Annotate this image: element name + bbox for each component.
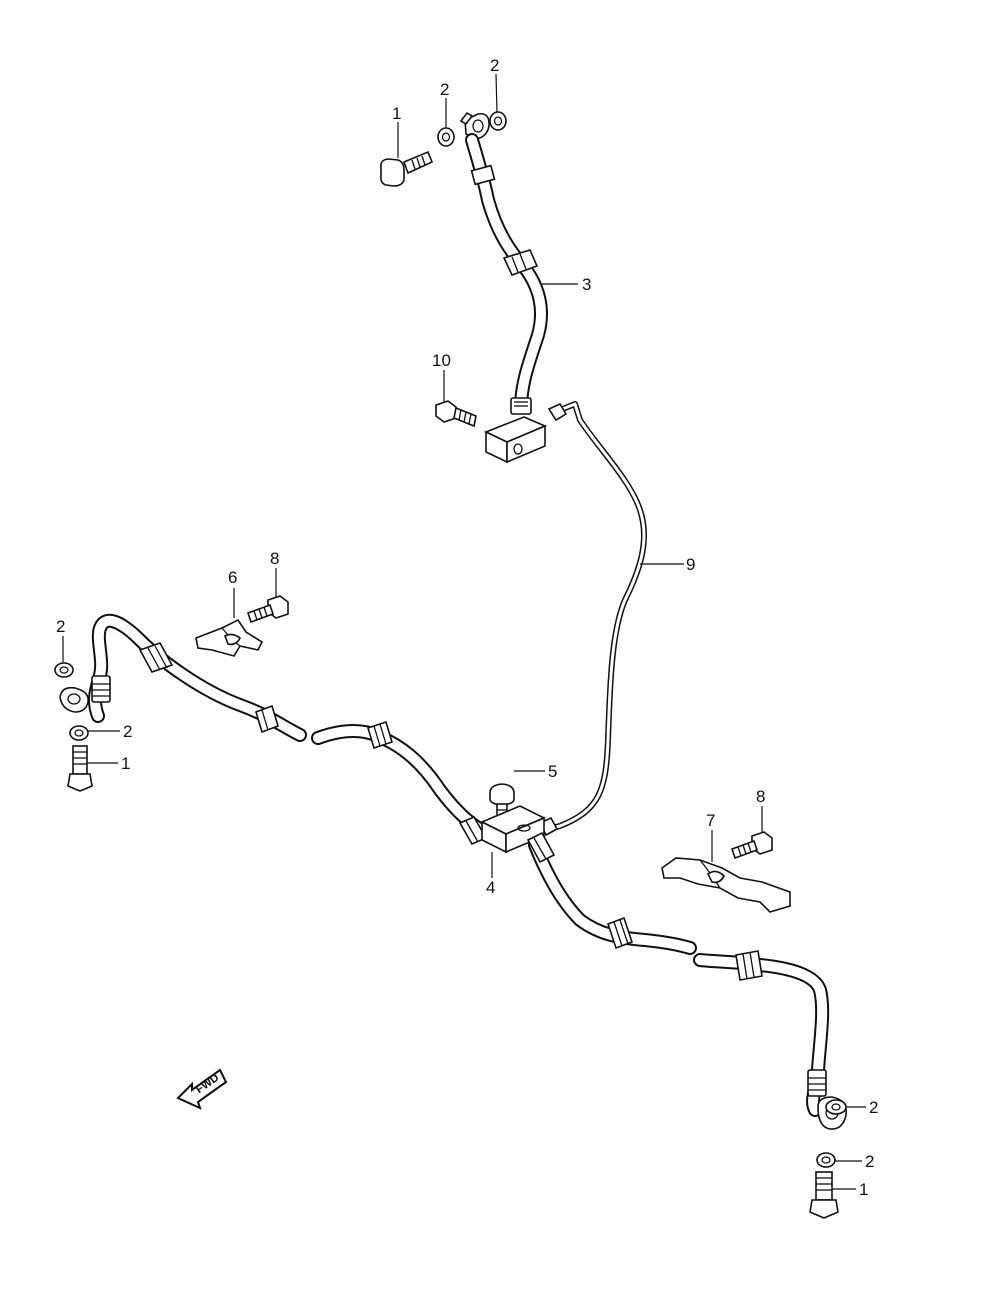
callout-10: 10 <box>432 351 451 370</box>
left-bolt-1 <box>67 745 93 792</box>
left-hose-inner <box>311 720 497 846</box>
callout-2-top-a: 2 <box>440 80 449 99</box>
callout-2-left-a: 2 <box>56 617 65 636</box>
top-bolt-10 <box>435 400 477 428</box>
callout-3: 3 <box>582 275 591 294</box>
hose-3 <box>465 133 548 415</box>
left-banjo <box>59 686 90 713</box>
clamp-7 <box>661 857 791 913</box>
brake-pipe-9 <box>538 401 648 837</box>
junction-block-4 <box>480 805 546 854</box>
callout-8-left: 8 <box>270 549 279 568</box>
callout-2-right-a: 2 <box>869 1098 878 1117</box>
callout-1-top: 1 <box>392 104 401 123</box>
callout-9: 9 <box>686 555 695 574</box>
bolt-8-left <box>246 595 289 624</box>
callout-1-right: 1 <box>859 1180 868 1199</box>
callout-5: 5 <box>548 762 557 781</box>
right-hose <box>526 831 697 955</box>
callout-4: 4 <box>486 878 495 897</box>
callout-2-right-b: 2 <box>865 1152 874 1171</box>
junction-block-top <box>483 416 548 464</box>
fwd-arrow-icon: FWD <box>176 1068 228 1110</box>
right-washer-2a <box>825 1099 847 1115</box>
callout-2-left-b: 2 <box>123 722 132 741</box>
right-washer-2b <box>816 1152 836 1168</box>
callout-labels: 1 2 2 3 10 9 6 8 2 2 1 5 4 7 8 2 2 1 <box>56 56 878 1199</box>
right-bolt-1 <box>809 1171 839 1219</box>
callout-8-right: 8 <box>756 787 765 806</box>
top-washer-2a <box>437 127 455 147</box>
leader-lines <box>62 73 866 1190</box>
callout-2-top-b: 2 <box>490 56 499 75</box>
callout-7: 7 <box>706 811 715 830</box>
top-washer-2b <box>489 111 507 131</box>
clamp-6 <box>195 618 264 657</box>
left-hose <box>87 613 307 742</box>
banjo-fitting-top <box>459 111 490 140</box>
left-washer-2b <box>69 725 89 741</box>
callout-1-left: 1 <box>121 754 130 773</box>
top-bolt-1 <box>380 150 434 187</box>
callout-6: 6 <box>228 568 237 587</box>
right-hose-outer <box>693 950 830 1117</box>
bolt-8-right <box>730 831 773 860</box>
left-washer-2a <box>54 662 74 678</box>
